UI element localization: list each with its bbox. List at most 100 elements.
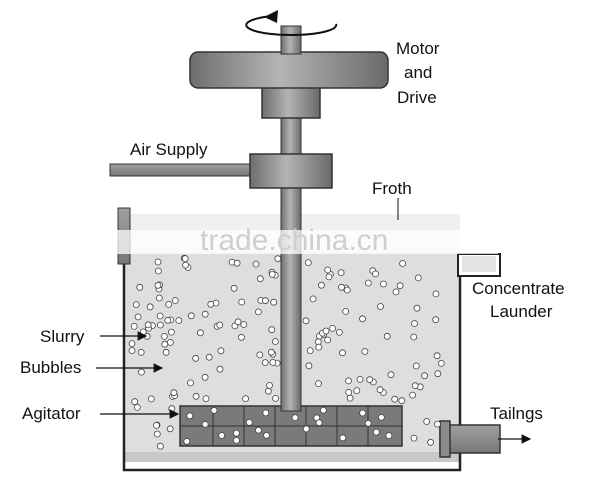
agitator-bubble [377, 413, 385, 421]
bubble [427, 438, 435, 446]
bubble [376, 386, 384, 394]
agitator-bubble [245, 418, 253, 426]
bubble [144, 321, 152, 329]
agitator-bubble [262, 409, 270, 417]
bubble [434, 420, 441, 428]
motor-coupling [261, 85, 321, 119]
bubble [233, 259, 241, 267]
bubble [315, 380, 322, 388]
bubble [302, 317, 310, 325]
bubble [240, 321, 248, 328]
tailings-flange [439, 420, 451, 458]
bubble [155, 294, 163, 302]
agitator-bubble [291, 414, 299, 422]
bubble [164, 316, 172, 324]
bubble [305, 362, 313, 370]
bubble [361, 348, 369, 355]
bubble [409, 391, 417, 399]
label-concentrate-line2: Launder [490, 302, 553, 321]
bubble [399, 260, 407, 267]
bubble [146, 303, 154, 311]
bubble [271, 338, 279, 345]
watermark-band [100, 230, 498, 254]
agitator-bubble [232, 429, 240, 437]
bubble [154, 281, 162, 289]
bubble [267, 348, 275, 356]
bubble [317, 281, 325, 289]
bubble [379, 280, 387, 288]
bubble [128, 340, 136, 348]
bubble [137, 368, 145, 376]
air-supply-pipe [109, 163, 253, 177]
bubble [372, 270, 379, 278]
bubble [364, 279, 372, 287]
motor-assembly [189, 25, 389, 119]
bubble [412, 362, 420, 370]
bubble [270, 298, 278, 306]
bubble [237, 333, 245, 341]
bubble [217, 347, 225, 355]
agitator-bubble [372, 428, 380, 436]
bubble [322, 327, 330, 335]
bubble [272, 394, 279, 402]
bubble [230, 284, 238, 292]
label-bubbles: Bubbles [20, 358, 81, 377]
label-froth: Froth [372, 179, 412, 198]
bubble [339, 349, 346, 357]
bubble [205, 353, 213, 361]
label-motor-line1: Motor [396, 39, 440, 58]
bubble [268, 326, 276, 334]
bubble [242, 395, 250, 403]
agitator-bubble [201, 420, 209, 428]
bubble [171, 297, 179, 304]
bubble [411, 320, 418, 327]
motor-flywheel [189, 51, 389, 89]
watermark: trade.china.cn [200, 224, 388, 257]
label-tailings: Tailngs [490, 404, 543, 423]
bubble [133, 403, 141, 411]
label-motor-line3: Drive [397, 88, 437, 107]
tank-bottom-sediment [124, 452, 460, 462]
launder-froth [462, 256, 496, 272]
bubble [432, 290, 440, 298]
bubble [264, 387, 272, 395]
bubble [261, 297, 269, 305]
bubble [343, 286, 351, 294]
bubble [366, 376, 374, 384]
bubble [411, 382, 419, 390]
bubble [434, 370, 442, 378]
bubble [202, 395, 210, 403]
bubble [156, 442, 164, 450]
agitator-bubble [359, 409, 367, 417]
bubble [345, 377, 352, 385]
label-slurry: Slurry [40, 327, 85, 346]
bubble [137, 348, 145, 356]
bubble [165, 300, 173, 308]
shaft-top [280, 25, 302, 55]
bubble [207, 300, 215, 308]
bubble [254, 308, 262, 316]
agitator-bubble [385, 432, 393, 440]
bubble [153, 430, 161, 438]
agitator-bubble [339, 434, 347, 442]
bubble [147, 395, 155, 403]
bubble [134, 313, 142, 321]
bubble [256, 275, 264, 283]
agitator-bubble [319, 406, 327, 414]
bubble [175, 317, 183, 324]
agitator-bubble [186, 412, 194, 420]
bubble [154, 267, 162, 275]
bubble [398, 397, 406, 405]
bubble [201, 373, 209, 381]
bubble [266, 381, 273, 389]
bubble [161, 340, 169, 348]
bubble [128, 347, 136, 355]
bubble [325, 273, 333, 281]
bubble [166, 338, 174, 346]
agitator-bubble [302, 425, 310, 433]
bubble [345, 388, 353, 396]
bubble [170, 389, 178, 397]
bubble [353, 387, 361, 395]
